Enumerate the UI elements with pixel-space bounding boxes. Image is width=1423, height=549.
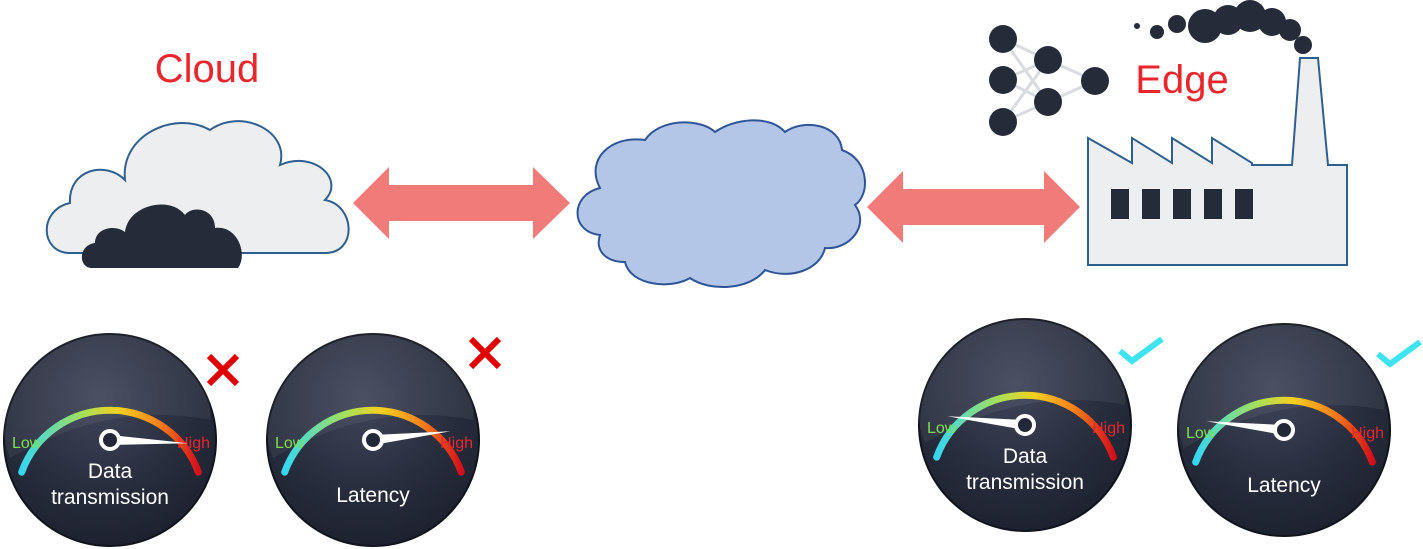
edge-title: Edge [1135,58,1228,102]
smoke-puff [1168,15,1186,33]
gauge-glare [2,311,210,458]
neural-network-node [989,66,1017,94]
smoke-puff [1150,25,1164,39]
gauge-needle [1206,421,1285,435]
neural-network-icon [989,25,1109,136]
factory-window [1142,189,1160,219]
smoke-puff [1294,36,1312,54]
check-icon [1376,339,1422,368]
gauge-high-label: High [1092,420,1125,437]
gauge-arc [933,391,1117,461]
gauge-caption-line: Latency [1247,474,1321,497]
smoke-puff [1234,0,1266,32]
gauge-pivot [1273,419,1295,441]
gauge-caption-line: Latency [336,484,410,507]
neural-network-node [989,108,1017,136]
cloud-icon-body [45,120,350,254]
smoke [1134,0,1312,54]
gauge-low-label: Low [12,435,42,452]
neural-network-node [989,25,1017,53]
gauge-arc [281,406,465,476]
gauge-glare [917,296,1125,443]
factory-window [1173,189,1191,219]
network-cloud-icon [576,119,866,288]
gauge-needle [372,431,451,445]
smoke-puff [1258,8,1286,36]
gauge-needle [109,435,188,445]
gauge-caption-line: Data [88,460,133,483]
cloud-link-arrow [353,167,570,239]
gauge-arc [18,406,202,476]
gauge-low-label: Low [275,435,305,452]
gauge-caption-line: transmission [966,471,1084,494]
factory-window [1235,189,1253,219]
gauge-caption-line: Data [1003,445,1048,468]
cloud-title: Cloud [155,47,260,91]
gauge-pivot [1014,414,1036,436]
factory-window [1204,189,1222,219]
gauge-high-label: High [177,435,210,452]
gauge-needle [947,416,1026,430]
factory-window [1111,189,1129,219]
smoke-puff [1279,19,1301,41]
gauge-glare [265,311,473,458]
neural-network-node [1034,88,1062,116]
cloud-icon-dark-cloud [81,204,242,268]
gauge-low-label: Low [927,420,957,437]
check-icon [1118,336,1164,365]
gauge-glare [1176,301,1384,448]
cloud-icon [45,120,350,268]
gauge-arc [1192,396,1376,466]
gauge-high-label: High [440,435,473,452]
gauge-high-label: High [1351,425,1384,442]
gauge-low-label: Low [1186,425,1216,442]
cross-icon [468,336,502,370]
gauge-caption-line: transmission [51,486,169,509]
smoke-puff [1134,23,1140,29]
factory-icon [1087,0,1348,266]
neural-network-node [1081,67,1109,95]
cross-icon [206,353,240,387]
edge-link-arrow [867,171,1080,243]
gauge-pivot [99,429,121,451]
gauge-pivot [362,429,384,451]
neural-network-node [1034,46,1062,74]
